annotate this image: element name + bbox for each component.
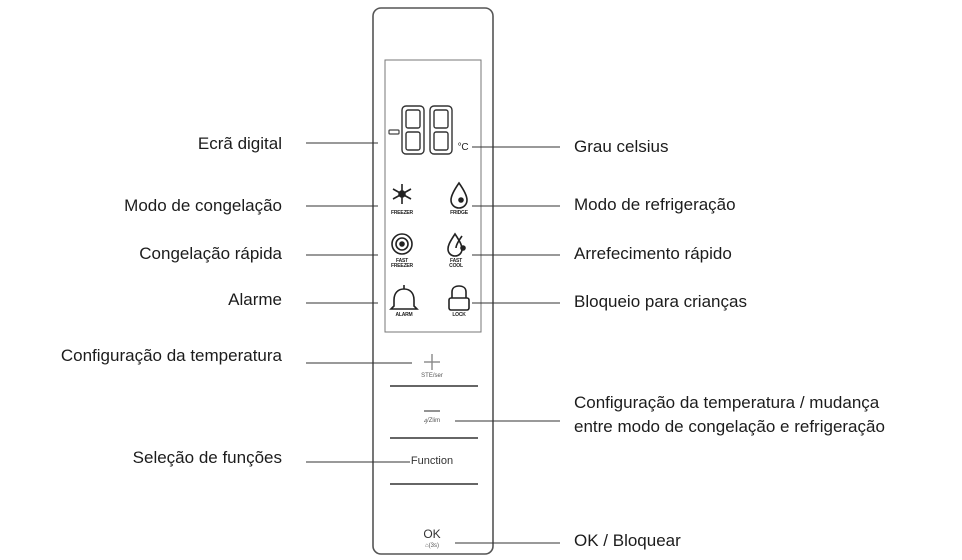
label-ok-lock: OK / Bloquear [574, 531, 681, 550]
seven-segment-digit [429, 105, 453, 155]
alarm-caption: ALARM [395, 312, 413, 318]
plus-icon [424, 354, 440, 370]
label-fast-cool: Arrefecimento rápido [574, 244, 732, 263]
fast-cool-icon [447, 232, 466, 257]
fridge-caption: FRIDGE [450, 210, 468, 216]
label-function-select: Seleção de funções [132, 448, 282, 467]
ok-button[interactable]: OK [423, 527, 441, 541]
minus-button-caption: ꜭ/Zlim [423, 418, 441, 424]
leader-lines-left [306, 142, 412, 463]
plus-button-caption: STE/ser [421, 373, 443, 379]
label-fridge-mode: Modo de refrigeração [574, 195, 736, 214]
droplet-icon [450, 181, 468, 209]
padlock-icon [448, 285, 470, 311]
celsius-unit: °C [457, 142, 469, 153]
display-minus-segment [388, 129, 400, 135]
lock-caption: LOCK [452, 312, 466, 318]
fast-freezer-caption-2: FREEZER [391, 263, 413, 269]
leader-lines-right [455, 146, 560, 544]
label-freeze-mode: Modo de congelação [124, 196, 282, 215]
label-temp-config: Configuração da temperatura [60, 346, 282, 365]
label-celsius: Grau celsius [574, 137, 669, 156]
fast-cool-caption-1: FAST [450, 258, 462, 264]
label-digital-screen: Ecrã digital [197, 134, 282, 153]
label-alarm: Alarme [228, 290, 282, 309]
bell-icon [389, 285, 419, 310]
fast-freezer-caption-1: FAST [396, 258, 408, 264]
snowflake-icon [392, 184, 412, 204]
label-fast-freeze: Congelação rápida [139, 244, 282, 263]
fast-freeze-icon [391, 233, 413, 255]
label-temp-switch-line2: entre modo de congelação e refrigeração [574, 417, 885, 436]
seven-segment-digit [401, 105, 425, 155]
freezer-caption: FREEZER [391, 210, 413, 216]
ok-button-caption: ⌂(3s) [425, 543, 439, 549]
label-child-lock: Bloqueio para crianças [574, 292, 747, 311]
label-temp-switch-line1: Configuração da temperatura / mudança [574, 393, 880, 412]
function-button[interactable]: Function [410, 455, 454, 467]
fast-cool-caption-2: COOL [449, 263, 463, 269]
